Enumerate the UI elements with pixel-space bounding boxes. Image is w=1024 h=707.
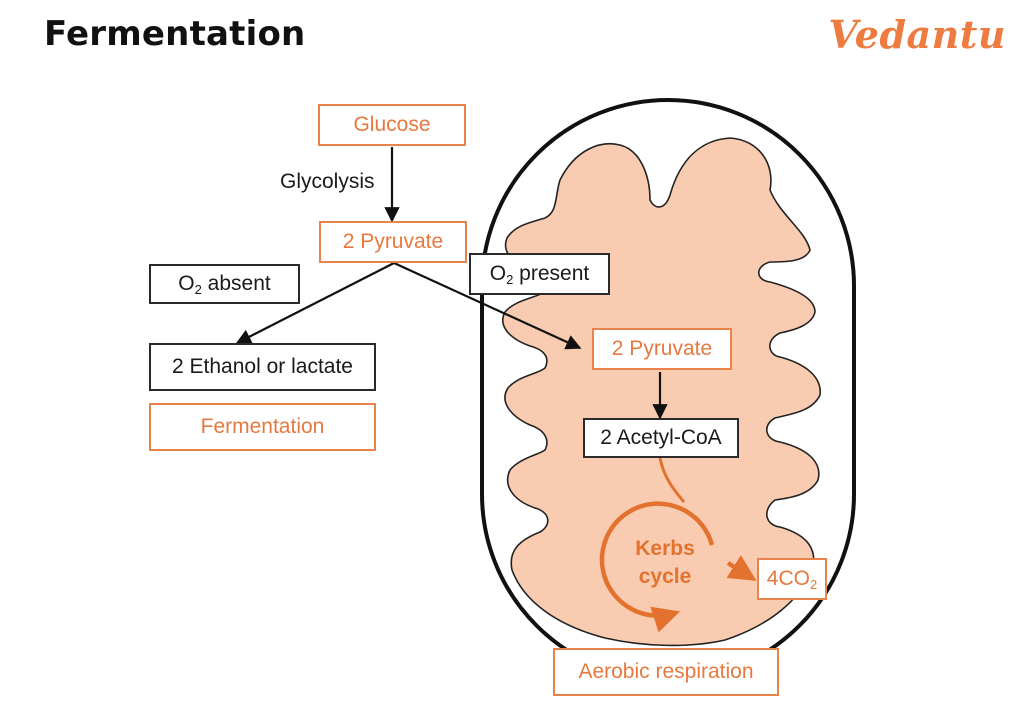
pyruvate-top-label: 2 Pyruvate xyxy=(342,230,444,253)
aerobic-respiration-label: Aerobic respiration xyxy=(578,660,754,683)
co2-sub: 2 xyxy=(809,576,818,592)
aerobic-respiration-box: Aerobic respiration xyxy=(553,648,779,696)
ethanol-lactate-box: 2 Ethanol or lactate xyxy=(149,343,376,391)
acetyl-coa-box: 2 Acetyl-CoA xyxy=(583,418,739,458)
glucose-label: Glucose xyxy=(353,113,431,136)
glucose-box: Glucose xyxy=(318,104,466,146)
arrow-cycle-to-co2 xyxy=(726,555,757,581)
pyruvate-box-top: 2 Pyruvate xyxy=(319,221,467,263)
page-title: Fermentation xyxy=(44,14,306,54)
fermentation-box: Fermentation xyxy=(149,403,376,451)
o2-present-sub: 2 xyxy=(506,271,514,287)
co2-prefix: 4CO xyxy=(766,566,810,590)
pyruvate-box-mito: 2 Pyruvate xyxy=(592,328,732,370)
o2-present-suffix: present xyxy=(513,261,590,285)
o2-absent-sub: 2 xyxy=(194,281,202,297)
o2-absent-label: O2 absent xyxy=(178,272,270,297)
kerbs-cycle-label: Kerbs cycle xyxy=(610,535,720,591)
o2-absent-prefix: O xyxy=(178,271,195,295)
arrow-acetylcoa-to-cycle xyxy=(658,457,686,503)
o2-absent-box: O2 absent xyxy=(149,264,300,304)
fermentation-label: Fermentation xyxy=(200,415,325,438)
kerbs-line-1: Kerbs xyxy=(635,537,695,560)
glycolysis-label: Glycolysis xyxy=(280,170,375,193)
vedantu-logo: Vedantu xyxy=(828,12,1006,57)
o2-present-label: O2 present xyxy=(490,262,589,287)
acetyl-coa-label: 2 Acetyl-CoA xyxy=(600,426,722,449)
arrow-pyruvate-to-mito-pyruvate xyxy=(393,261,582,350)
pyruvate-mito-label: 2 Pyruvate xyxy=(611,337,713,360)
o2-present-box: O2 present xyxy=(469,253,610,295)
o2-absent-suffix: absent xyxy=(201,271,271,295)
ethanol-lactate-label: 2 Ethanol or lactate xyxy=(172,355,353,378)
o2-present-prefix: O xyxy=(489,261,507,285)
co2-box: 4CO2 xyxy=(757,558,827,600)
arrow-pyruvate-to-ethanol xyxy=(235,262,395,344)
kerbs-line-2: cycle xyxy=(638,565,692,588)
kerbs-cycle-ring xyxy=(599,501,715,633)
co2-label: 4CO2 xyxy=(767,567,817,592)
